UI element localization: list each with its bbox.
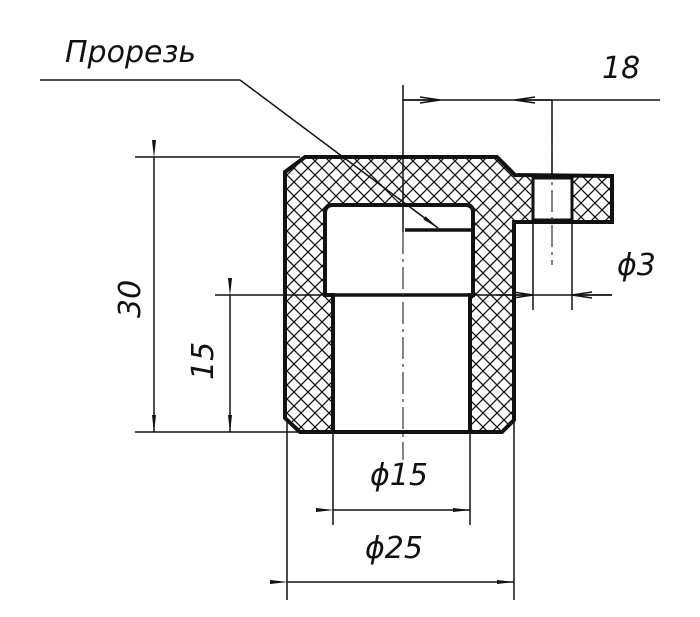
dim-phi3: ϕ3 <box>617 248 656 283</box>
arrow-icon <box>571 291 612 299</box>
dim-30: 30 <box>113 280 148 318</box>
arrow-icon <box>403 96 441 104</box>
dim-phi25: ϕ25 <box>365 531 423 566</box>
dim-18: 18 <box>602 51 640 86</box>
dim-15: 15 <box>186 342 221 380</box>
callout-leader <box>239 79 439 229</box>
callout-label: Прорезь <box>65 35 196 70</box>
dim-phi15: ϕ15 <box>370 458 428 493</box>
arrow-icon <box>496 291 534 299</box>
arrow-icon <box>514 96 552 104</box>
